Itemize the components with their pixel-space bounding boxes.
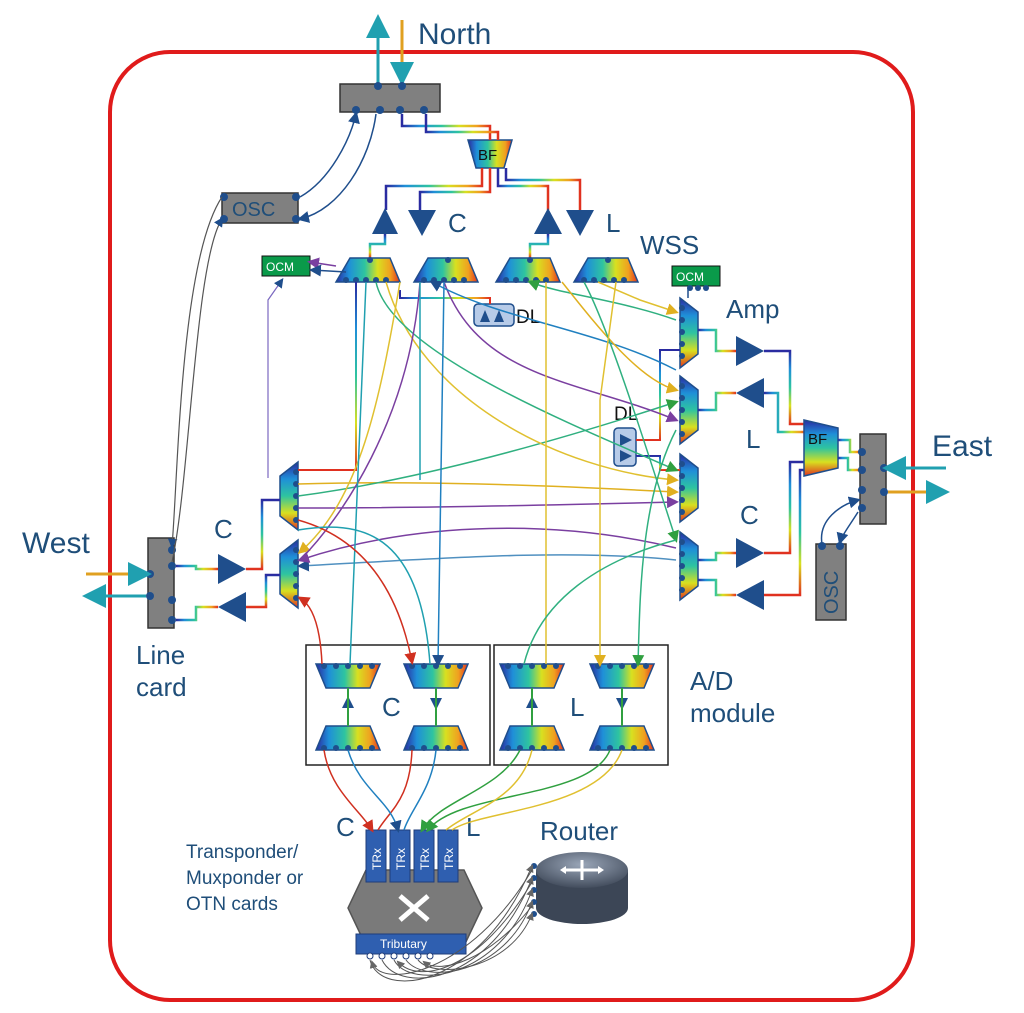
ocm-east: OCM [671, 265, 721, 291]
transponder-label-2: Muxponder or [186, 868, 304, 889]
ad-ports [321, 663, 649, 751]
amp-east-c-1 [736, 336, 764, 366]
l-top-label: L [606, 208, 620, 238]
north-line-card [339, 14, 441, 114]
c-trx-label: C [336, 812, 355, 842]
svg-text:Tributary: Tributary [380, 937, 427, 951]
svg-text:BF: BF [478, 147, 497, 164]
tributary-router-links [369, 864, 534, 982]
wss-north-row [334, 257, 640, 283]
amp-label: Amp [726, 294, 779, 324]
svg-text:OCM: OCM [266, 260, 294, 274]
ad-module-c [305, 644, 491, 766]
wss-east-ports [679, 305, 685, 593]
wss-label: WSS [640, 230, 699, 260]
amp-east-l-1 [736, 378, 764, 408]
amp-north-c-down [408, 210, 436, 236]
svg-text:TRx: TRx [394, 848, 408, 870]
east-line-card [858, 433, 888, 525]
svg-text:TRx: TRx [418, 848, 432, 870]
bf-north: BF [467, 139, 513, 169]
amp-north-l-up [534, 208, 562, 234]
c-west-label: C [214, 514, 233, 544]
amp-west-c [218, 554, 246, 584]
amp-east-c-2 [736, 538, 764, 568]
svg-text:TRx: TRx [370, 848, 384, 870]
l-ad-label: L [570, 692, 584, 722]
west-line-card [146, 537, 176, 629]
svg-text:TRx: TRx [442, 848, 456, 870]
north-label: North [418, 18, 491, 51]
c-ad-label: C [382, 692, 401, 722]
osc-north: OSC [220, 192, 300, 224]
west-label: West [22, 527, 90, 560]
ad-wss-tiles [314, 663, 656, 751]
transponder-card [347, 869, 483, 947]
ad-inner-links [347, 688, 623, 726]
svg-text:BF: BF [808, 431, 827, 448]
bf-east: BF [803, 419, 839, 477]
transponder-label-3: OTN cards [186, 894, 278, 915]
node-frame [108, 50, 915, 1002]
amp-east-l-2 [736, 580, 764, 610]
c-east-label: C [740, 500, 759, 530]
svg-text:OSC: OSC [232, 199, 275, 221]
ad-module-label-2: module [690, 698, 775, 728]
osc-east: OSC [815, 542, 847, 621]
svg-text:DL: DL [516, 307, 540, 328]
line-card-label-2: card [136, 672, 187, 702]
transponder-label-1: Transponder/ [186, 842, 299, 863]
amp-north-l-down [566, 210, 594, 236]
router-label: Router [540, 816, 618, 846]
east-label: East [932, 430, 993, 463]
amp-west-l [218, 592, 246, 622]
router [531, 852, 628, 924]
ocm-west: OCM [261, 255, 311, 277]
line-card-label-1: Line [136, 640, 185, 670]
l-east-label: L [746, 424, 760, 454]
dl-north: DL [473, 303, 540, 328]
c-top-label: C [448, 208, 467, 238]
tributary-bar: Tributary [355, 933, 467, 960]
svg-text:OSC: OSC [821, 571, 843, 614]
dl-east: DL [613, 404, 638, 467]
svg-text:OCM: OCM [676, 270, 704, 284]
trx-cards: TRx TRx TRx TRx [365, 829, 459, 883]
ad-module-label-1: A/D [690, 666, 733, 696]
ad-module-l [493, 644, 669, 766]
amp-north-c-up [372, 208, 398, 234]
